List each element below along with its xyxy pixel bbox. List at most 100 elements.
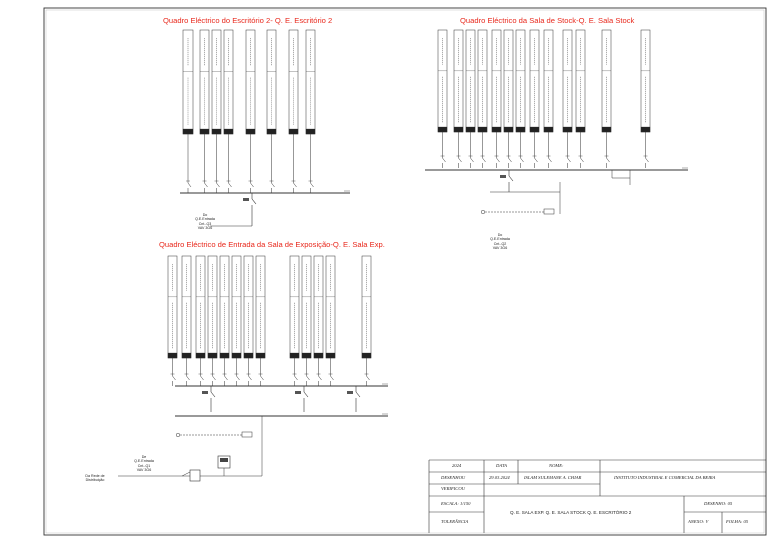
breaker-contact <box>224 375 228 381</box>
feed-label-exposicao: De Q.E.Entrada Cnt.-Q1 VAV 3G6 <box>127 455 161 472</box>
main-breaker <box>295 386 309 412</box>
breaker-contact <box>606 157 610 163</box>
circuit-column <box>529 29 540 168</box>
breaker-contact <box>508 157 512 163</box>
circuit-id-strip <box>289 352 300 359</box>
main-breaker <box>202 386 216 412</box>
feed-line: Q.E.Entrada <box>490 237 510 242</box>
circuit-column <box>503 29 514 168</box>
tb-desenho: DESENHO: 05 <box>704 501 733 506</box>
circuit-id-strip <box>640 126 651 133</box>
breaker-contact <box>306 375 310 381</box>
circuit-id-strip <box>211 128 222 135</box>
circuit-column <box>219 255 230 386</box>
circuit-id-strip <box>313 352 324 359</box>
breaker-contact <box>271 182 275 188</box>
circuit-id-strip <box>243 352 254 359</box>
circuit-id-strip <box>301 352 312 359</box>
feed-line: Da Rede de <box>85 474 105 478</box>
breaker-contact <box>293 182 297 188</box>
feed-line: Q.E.Entrada <box>134 459 154 464</box>
breaker-contact <box>482 157 486 163</box>
tb-data-label: DATA <box>496 463 507 468</box>
tb-drawing-title: Q. E. SALA EXP. Q. E. SALA STOCK Q. E. E… <box>510 510 632 515</box>
circuit-id-strip <box>181 352 192 359</box>
breaker-contact <box>442 157 446 163</box>
breaker-contact <box>212 375 216 381</box>
feed-line: De <box>141 455 147 459</box>
inner-border <box>45 9 765 534</box>
breaker-contact <box>248 375 252 381</box>
earth-point <box>175 432 181 438</box>
breaker-contact <box>567 157 571 163</box>
breaker-contact <box>236 375 240 381</box>
tb-desenhou-date: 29.03.2024 <box>489 475 510 480</box>
tb-verificou-label: VERIFICOU <box>441 486 465 491</box>
circuit-column <box>465 29 476 168</box>
circuit-column <box>491 29 502 168</box>
main-breaker <box>243 193 257 226</box>
breaker-contact <box>210 391 216 398</box>
circuit-id-strip <box>465 126 476 133</box>
earth-point <box>480 209 486 215</box>
circuit-column <box>361 255 372 386</box>
breaker-contact <box>508 175 514 182</box>
breaker-tag <box>295 391 301 394</box>
meter-display <box>220 458 228 462</box>
circuit-id-strip <box>453 126 464 133</box>
breaker-contact <box>520 157 524 163</box>
feed-line: Distribuição <box>85 478 105 483</box>
circuit-column <box>245 29 256 193</box>
breaker-contact <box>310 182 314 188</box>
circuit-id-strip <box>305 128 316 135</box>
circuit-id-strip <box>437 126 448 133</box>
breaker-contact <box>228 182 232 188</box>
arrow <box>181 471 191 477</box>
main-breaker <box>500 170 514 192</box>
circuit-id-strip <box>515 126 526 133</box>
tb-desenhou-name: ISLAM SULEMANE A. CHIAR <box>524 475 582 480</box>
circuit-column <box>640 29 651 168</box>
circuit-id-strip <box>325 352 336 359</box>
circuit-column <box>266 29 277 193</box>
title-stock: Quadro Eléctrico da Sala de Stock-Q. E. … <box>460 16 635 25</box>
feed-line: Do <box>497 233 503 237</box>
breaker-contact <box>200 375 204 381</box>
circuit-column <box>255 255 266 386</box>
outer-border <box>43 7 767 536</box>
circuit-column <box>288 29 299 193</box>
feed-line: Q.E.Entrada <box>195 217 215 222</box>
circuit-column <box>562 29 573 168</box>
tb-folha: FOLHA: 05 <box>726 519 749 524</box>
circuit-id-strip <box>361 352 372 359</box>
circuit-id-strip <box>601 126 612 133</box>
circuit-column <box>575 29 586 168</box>
circuit-id-strip <box>219 352 230 359</box>
circuit-id-strip <box>503 126 514 133</box>
feed-line: VAV 3G6 <box>492 245 508 250</box>
feed-label-rede: Da Rede de Distribuição <box>76 474 114 483</box>
circuit-id-strip <box>491 126 502 133</box>
circuit-column <box>543 29 554 168</box>
breaker-contact <box>496 157 500 163</box>
circuit-id-strip <box>231 352 242 359</box>
breaker-contact <box>251 198 257 205</box>
breaker-tag <box>500 175 506 178</box>
circuit-column <box>305 29 316 193</box>
breaker-contact <box>318 375 322 381</box>
circuit-column <box>195 255 206 386</box>
circuit-column <box>199 29 210 193</box>
circuit-column <box>313 255 324 386</box>
circuit-id-strip <box>245 128 256 135</box>
breaker-tag <box>202 391 208 394</box>
breaker-contact <box>303 391 309 398</box>
circuit-column <box>301 255 312 386</box>
circuit-id-strip <box>223 128 234 135</box>
circuit-column <box>181 255 192 386</box>
circuit-id-strip <box>195 352 206 359</box>
circuit-id-strip <box>266 128 277 135</box>
circuit-id-strip <box>255 352 266 359</box>
circuit-id-strip <box>199 128 210 135</box>
breaker-contact <box>172 375 176 381</box>
